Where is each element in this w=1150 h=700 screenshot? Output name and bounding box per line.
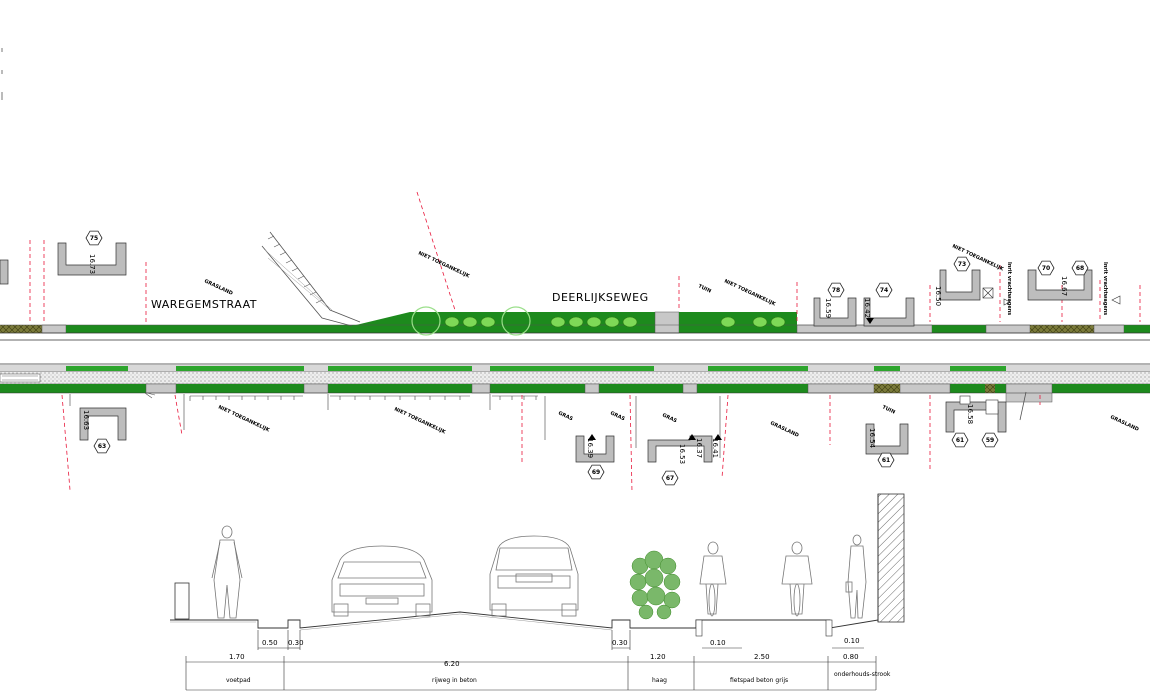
dim-010-a: 0.10 — [710, 639, 726, 647]
house-numbers: 75 78 74 73 70 68 63 69 67 61 61 59 — [85, 230, 1089, 486]
zone-voetpad: voetpad — [226, 677, 251, 684]
house-number-n78: 78 — [832, 287, 840, 294]
house-number-n67: 67 — [666, 475, 674, 482]
dim-030-a: 0.30 — [288, 639, 304, 647]
house-number-hexagon — [827, 282, 845, 298]
north-buildings — [57, 242, 1121, 327]
house-number-n61b: 61 — [956, 437, 964, 444]
label-niet-toegankelijk-4: NIET TOEGANKELIJK — [217, 404, 271, 434]
label-gras-2: GRAS — [609, 410, 626, 422]
zone-onderhoud: onderhouds-strook — [834, 671, 891, 678]
house-number-n73: 73 — [958, 261, 966, 268]
house-number-hexagon — [93, 438, 111, 454]
house-number-hexagon — [981, 432, 999, 448]
house-number-hexagon — [877, 452, 895, 468]
levels: 16.73 16.42 16.67 16.50 16.59 16.41 16.3… — [82, 254, 1068, 464]
level-1650: 16.50 — [934, 286, 942, 306]
level-1667: 16.67 — [1060, 276, 1068, 296]
zone-rijweg: rijweg in beton — [432, 677, 477, 684]
house-number-n59: 59 — [986, 437, 994, 444]
label-inrit-2: Inrit vrachtwagens — [1102, 262, 1108, 315]
level-1658: 16.58 — [966, 404, 974, 424]
house-number-n68: 68 — [1076, 265, 1084, 272]
dim-170: 1.70 — [229, 653, 245, 661]
dim-250: 2.50 — [754, 653, 770, 661]
house-number-n70: 70 — [1042, 265, 1050, 272]
street-name-waregemstraat: WAREGEMSTRAAT — [151, 298, 257, 311]
level-1654: 16.54 — [868, 428, 876, 449]
label-tuin-1: TUIN — [697, 283, 712, 294]
level-1641: 16.41 — [711, 438, 719, 458]
label-grasland-3: GRASLAND — [1109, 414, 1139, 432]
house-number-n63: 63 — [98, 443, 106, 450]
label-gras-3: GRAS — [661, 412, 678, 424]
dim-080: 0.80 — [843, 653, 859, 661]
street-name-deerlijkseweg: DEERLIJKSEWEG — [552, 291, 649, 304]
label-grasland-2: GRASLAND — [769, 420, 799, 438]
level-1639: 16.39 — [586, 438, 594, 458]
level-1653: 16.53 — [678, 444, 686, 464]
house-number-hexagon — [951, 432, 969, 448]
slope-structure — [144, 231, 361, 399]
property-lines — [29, 191, 1141, 493]
label-grasland-1: GRASLAND — [203, 278, 233, 296]
house-number-hexagon — [1071, 260, 1089, 276]
cross-section: 0.50 0.30 0.30 0.10 0.10 1.70 6.20 1.20 … — [170, 493, 905, 691]
label-niet-toegankelijk-5: NIET TOEGANKELIJK — [393, 406, 447, 436]
house-number-n75: 75 — [90, 235, 98, 242]
level-1637: 16.37 — [695, 438, 703, 458]
house-number-n61: 61 — [882, 457, 890, 464]
zone-haag: haag — [652, 677, 667, 684]
dim-120: 1.20 — [650, 653, 666, 661]
house-number-n69: 69 — [592, 469, 600, 476]
carriageway — [0, 339, 1150, 385]
label-tuin-2: TUIN — [881, 404, 896, 415]
south-buildings — [79, 318, 1027, 463]
level-1659: 16.59 — [824, 298, 832, 318]
house-number-hexagon — [661, 470, 679, 486]
dim-030-b: 0.30 — [612, 639, 628, 647]
level-1642: 16.42 — [863, 298, 871, 318]
left-edge-marks — [0, 48, 9, 285]
south-green-strip — [0, 383, 1150, 458]
north-green-strip — [0, 306, 1150, 336]
label-inrit-1: Inrit vrachtwagens — [1006, 262, 1012, 315]
label-gras-1: GRAS — [557, 410, 574, 422]
level-1673: 16.73 — [88, 254, 96, 274]
house-number-n74: 74 — [880, 287, 888, 294]
house-number-hexagon — [875, 282, 893, 298]
dim-050: 0.50 — [262, 639, 278, 647]
dim-620: 6.20 — [444, 660, 460, 668]
house-number-hexagon — [1037, 260, 1055, 276]
zone-fietspad: fietspad beton grijs — [730, 677, 788, 684]
house-number-hexagon — [587, 464, 605, 480]
level-1663: 16.63 — [82, 410, 90, 430]
dim-010-b: 0.10 — [844, 637, 860, 645]
house-number-hexagon — [85, 230, 103, 246]
label-niet-toegankelijk-2: NIET TOEGANKELIJK — [723, 278, 777, 308]
house-number-hexagon — [953, 256, 971, 272]
